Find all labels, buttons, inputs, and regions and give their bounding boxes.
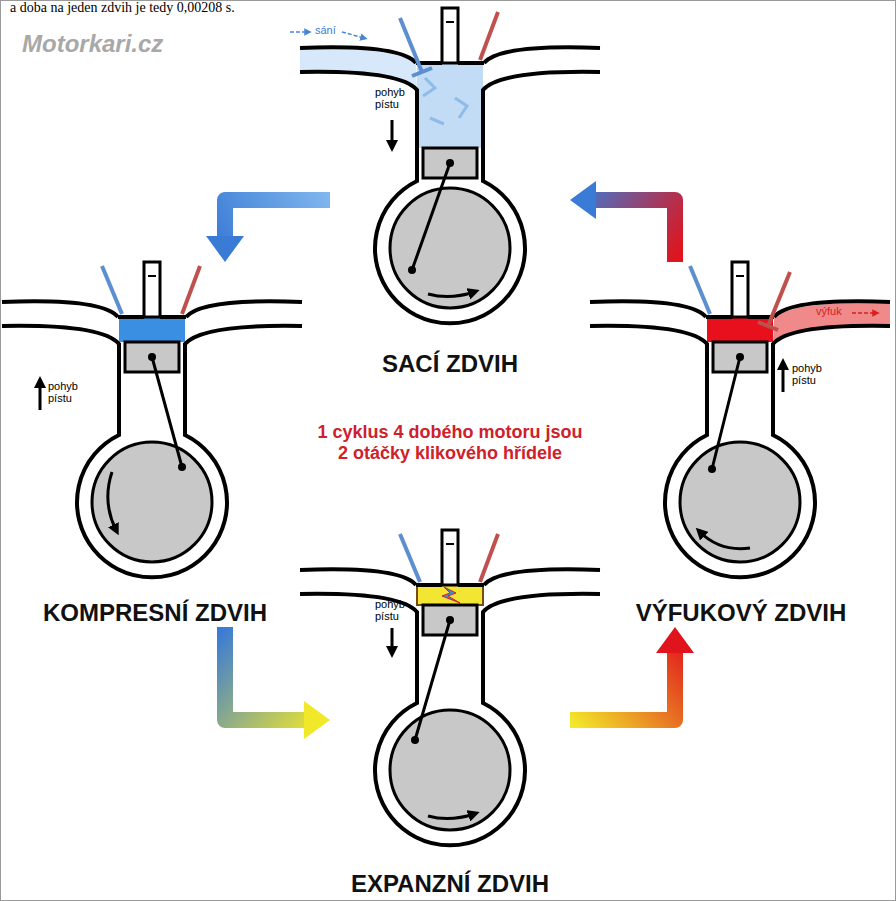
expansion-stroke: EXPANZNÍ ZDVIH — [330, 530, 570, 898]
exhaust-label: výfuk — [816, 305, 842, 317]
piston-motion-label: pohyb pístu — [375, 86, 415, 110]
piston-motion-label: pohyb pístu — [792, 362, 832, 386]
page-text: a doba na jeden zdvih je tedy 0,00208 s. — [10, 0, 235, 16]
compression-engine — [2, 262, 302, 577]
stroke-arrow — [570, 181, 675, 262]
exhaust-engine — [590, 262, 890, 577]
piston-motion-label: pohyb pístu — [48, 380, 88, 404]
stroke-arrow — [206, 200, 330, 262]
stroke-arrow — [570, 627, 694, 720]
intake-label: sání — [315, 24, 336, 36]
expansion-engine — [300, 530, 600, 845]
stroke-title: SACÍ ZDVIH — [382, 350, 518, 378]
stroke-arrow — [225, 627, 330, 739]
exhaust-stroke: VÝFUKOVÝ ZDVIH — [594, 262, 888, 627]
stroke-title: EXPANZNÍ ZDVIH — [351, 870, 549, 898]
compression-stroke: KOMPRESNÍ ZDVIH — [8, 262, 302, 627]
stroke-title: VÝFUKOVÝ ZDVIH — [636, 599, 847, 627]
watermark: Motorkari.cz — [22, 30, 163, 58]
intake-engine — [290, 8, 600, 323]
intake-stroke: SACÍ ZDVIH — [330, 0, 570, 378]
piston-motion-label: pohyb pístu — [375, 598, 415, 622]
stroke-title: KOMPRESNÍ ZDVIH — [43, 599, 267, 627]
cycle-note: 1 cyklus 4 dobého motoru jsou 2 otáčky k… — [316, 422, 585, 464]
